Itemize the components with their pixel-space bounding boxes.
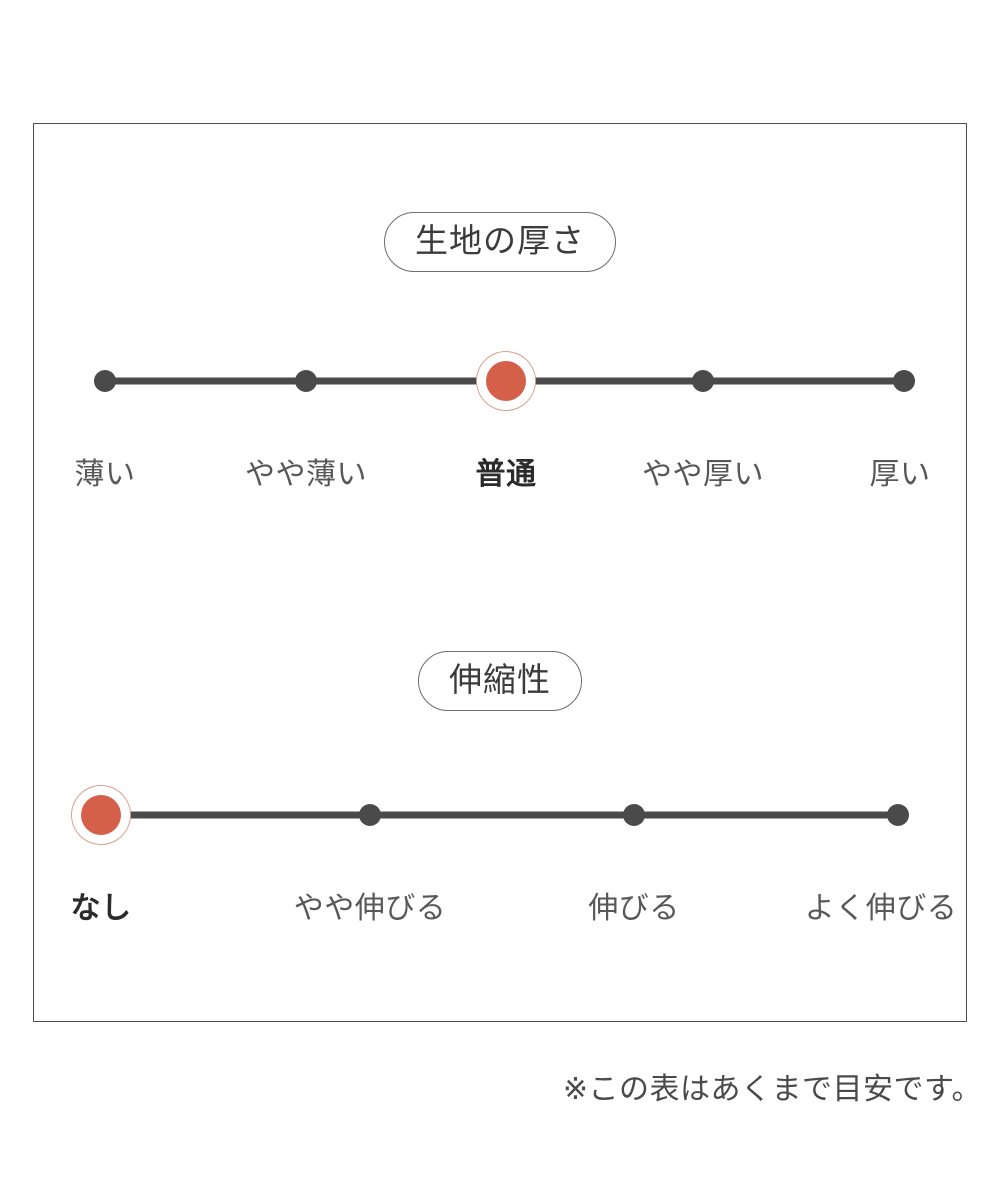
scale-node-fabric-thickness-0[interactable]: [94, 370, 116, 392]
scale-node-stretchiness-3[interactable]: [887, 804, 909, 826]
scale-node-fabric-thickness-1[interactable]: [295, 370, 317, 392]
scale-label-stretchiness-0: なし: [70, 892, 132, 925]
section-badge-stretchiness: 伸縮性: [418, 651, 582, 711]
scale-label-stretchiness-2: 伸びる: [588, 892, 680, 925]
scale-label-fabric-thickness-1: やや薄い: [245, 458, 367, 491]
footnote-disclaimer: ※この表はあくまで目安です。: [562, 1073, 982, 1106]
scale-label-stretchiness-1: やや伸びる: [293, 892, 447, 925]
scale-fabric-thickness: 薄い やや薄い 普通 やや厚い 厚い: [34, 361, 966, 521]
scale-node-stretchiness-0-selected[interactable]: [81, 795, 121, 835]
scale-node-fabric-thickness-4[interactable]: [893, 370, 915, 392]
section-badge-stretchiness-wrap: 伸縮性: [34, 651, 966, 711]
scale-node-fabric-thickness-2-selected[interactable]: [486, 361, 526, 401]
scale-label-stretchiness-3: よく伸びる: [804, 892, 958, 925]
section-badge-fabric-thickness-wrap: 生地の厚さ: [34, 212, 966, 272]
scale-node-stretchiness-1[interactable]: [359, 804, 381, 826]
scale-label-fabric-thickness-3: やや厚い: [642, 458, 764, 491]
scale-node-stretchiness-2[interactable]: [623, 804, 645, 826]
scale-track-stretchiness: [101, 811, 898, 819]
fabric-spec-card: 生地の厚さ 薄い やや薄い 普通 やや厚い 厚い 伸縮性 なし やや伸びる 伸び…: [33, 123, 967, 1022]
scale-stretchiness: なし やや伸びる 伸びる よく伸びる: [34, 795, 966, 955]
scale-label-fabric-thickness-0: 薄い: [74, 458, 136, 491]
section-badge-fabric-thickness: 生地の厚さ: [384, 212, 616, 272]
scale-label-fabric-thickness-4: 厚い: [869, 458, 931, 491]
scale-node-fabric-thickness-3[interactable]: [692, 370, 714, 392]
scale-label-fabric-thickness-2: 普通: [475, 458, 537, 491]
